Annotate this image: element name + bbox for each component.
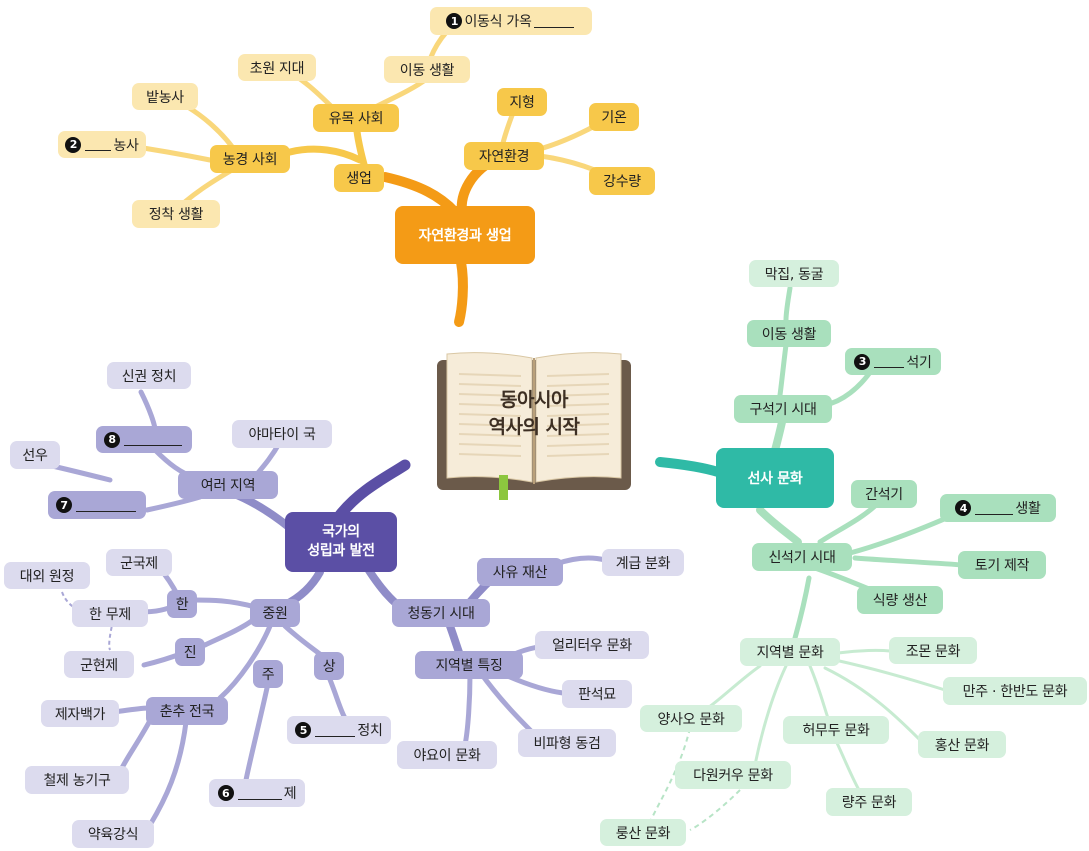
number-badge: 8 — [104, 431, 120, 448]
node-blank-5-text: 정치 — [357, 723, 383, 739]
node-expedition: 대외 원정 — [4, 562, 90, 589]
root-state-formation-line1: 국가의 — [322, 524, 360, 540]
node-yayoi: 야요이 문화 — [397, 741, 497, 769]
node-settled-life: 정착 생활 — [132, 200, 220, 228]
node-han-wudi: 한 무제 — [72, 600, 148, 627]
node-climate: 기온 — [589, 103, 639, 131]
book-icon — [437, 352, 631, 500]
answer-blank — [874, 355, 905, 368]
node-field-farming: 밭농사 — [132, 83, 198, 110]
node-food-production: 식량 생산 — [857, 586, 943, 614]
node-paleolithic: 구석기 시대 — [734, 395, 832, 423]
node-zhou: 주 — [253, 660, 283, 688]
node-blank-5: 5 정치 — [287, 716, 391, 744]
node-han: 한 — [167, 590, 197, 618]
center-title: 동아시아 역사의 시작 — [450, 387, 618, 441]
node-nomadic-society: 유목 사회 — [313, 104, 399, 132]
node-mobile-life: 이동 생활 — [747, 320, 831, 347]
node-longshan: 룽산 문화 — [600, 819, 686, 846]
node-regions: 여러 지역 — [178, 471, 278, 499]
root-prehistoric-culture: 선사 문화 — [716, 448, 834, 508]
node-house-blank-text: 이동식 가옥 — [464, 14, 532, 30]
node-terrain: 지형 — [497, 88, 547, 116]
node-mandolin-dagger: 비파형 동검 — [518, 729, 616, 757]
node-polished-stone: 간석기 — [851, 480, 917, 508]
node-survival: 약육강식 — [72, 820, 154, 848]
node-class-division: 계급 분화 — [602, 549, 684, 576]
number-badge: 1 — [446, 13, 463, 29]
answer-blank — [76, 499, 136, 512]
node-blank-6: 6 제 — [209, 779, 305, 807]
number-badge: 2 — [65, 136, 82, 153]
node-erlitou: 얼리터우 문화 — [535, 631, 649, 659]
node-regional-features: 지역별 특징 — [415, 651, 523, 679]
node-farming-society: 농경 사회 — [210, 145, 290, 173]
root-nature-livelihood: 자연환경과 생업 — [395, 206, 535, 264]
node-farming-blank-text: 농사 — [113, 137, 139, 154]
answer-blank — [533, 15, 574, 28]
node-qin: 진 — [175, 638, 205, 666]
node-seonu: 선우 — [10, 441, 60, 469]
node-yangshao: 양사오 문화 — [640, 705, 742, 732]
node-manchuria-korea: 만주 · 한반도 문화 — [943, 677, 1087, 705]
node-farming-blank: 2 농사 — [58, 131, 146, 158]
node-hemudu: 허무두 문화 — [783, 716, 889, 744]
node-huts-caves: 막집, 동굴 — [749, 260, 839, 287]
node-rainfall: 강수량 — [589, 167, 655, 195]
node-private-property: 사유 재산 — [477, 558, 563, 586]
node-blank-6-text: 제 — [283, 786, 297, 802]
node-central-plains: 중원 — [250, 599, 300, 627]
node-regional-culture: 지역별 문화 — [740, 638, 840, 666]
center-title-line1: 동아시아 — [500, 389, 568, 411]
node-livelihood: 생업 — [334, 164, 384, 192]
number-badge: 4 — [955, 500, 972, 516]
node-mobile-life: 이동 생활 — [384, 56, 470, 83]
node-blank-7: 7 — [48, 491, 146, 519]
node-life-blank: 4 생활 — [940, 494, 1056, 522]
node-pottery: 토기 제작 — [958, 551, 1046, 579]
node-bronze-age: 청동기 시대 — [392, 599, 490, 627]
node-hongshan: 홍산 문화 — [918, 731, 1006, 758]
answer-blank — [975, 502, 1014, 515]
number-badge: 5 — [295, 722, 312, 738]
center-title-line2: 역사의 시작 — [488, 416, 580, 438]
root-state-formation: 국가의 성립과 발전 — [285, 512, 397, 572]
node-hundred-schools: 제자백가 — [41, 700, 119, 727]
node-jomon: 조몬 문화 — [889, 637, 977, 664]
node-stone-blank-text: 석기 — [906, 354, 932, 371]
number-badge: 7 — [56, 497, 72, 513]
answer-blank — [85, 138, 112, 151]
node-environment: 자연환경 — [464, 142, 544, 170]
node-life-blank-text: 생활 — [1015, 501, 1041, 517]
number-badge: 3 — [854, 353, 871, 370]
node-commandery: 군국제 — [106, 549, 172, 576]
answer-blank — [315, 724, 356, 737]
node-steppe: 초원 지대 — [238, 54, 316, 81]
number-badge: 6 — [217, 785, 234, 801]
node-blank-8: 8 — [96, 426, 192, 453]
root-state-formation-line2: 성립과 발전 — [307, 543, 375, 559]
node-liangzhu: 량주 문화 — [826, 788, 912, 816]
answer-blank — [237, 787, 282, 800]
node-yamatai: 야마타이 국 — [232, 420, 332, 448]
node-house-blank: 1 이동식 가옥 — [430, 7, 592, 35]
node-dolmen: 판석묘 — [562, 680, 632, 708]
node-spring-autumn: 춘추 전국 — [146, 697, 228, 725]
node-prefecture: 군현제 — [64, 651, 134, 678]
node-shang: 상 — [314, 652, 344, 680]
node-dawenkou: 다원커우 문화 — [675, 761, 791, 789]
node-iron-tools: 철제 농기구 — [25, 766, 129, 794]
node-neolithic: 신석기 시대 — [752, 543, 852, 571]
node-theocracy: 신권 정치 — [107, 362, 191, 389]
node-stone-blank: 3 석기 — [845, 348, 941, 375]
answer-blank — [124, 433, 182, 446]
